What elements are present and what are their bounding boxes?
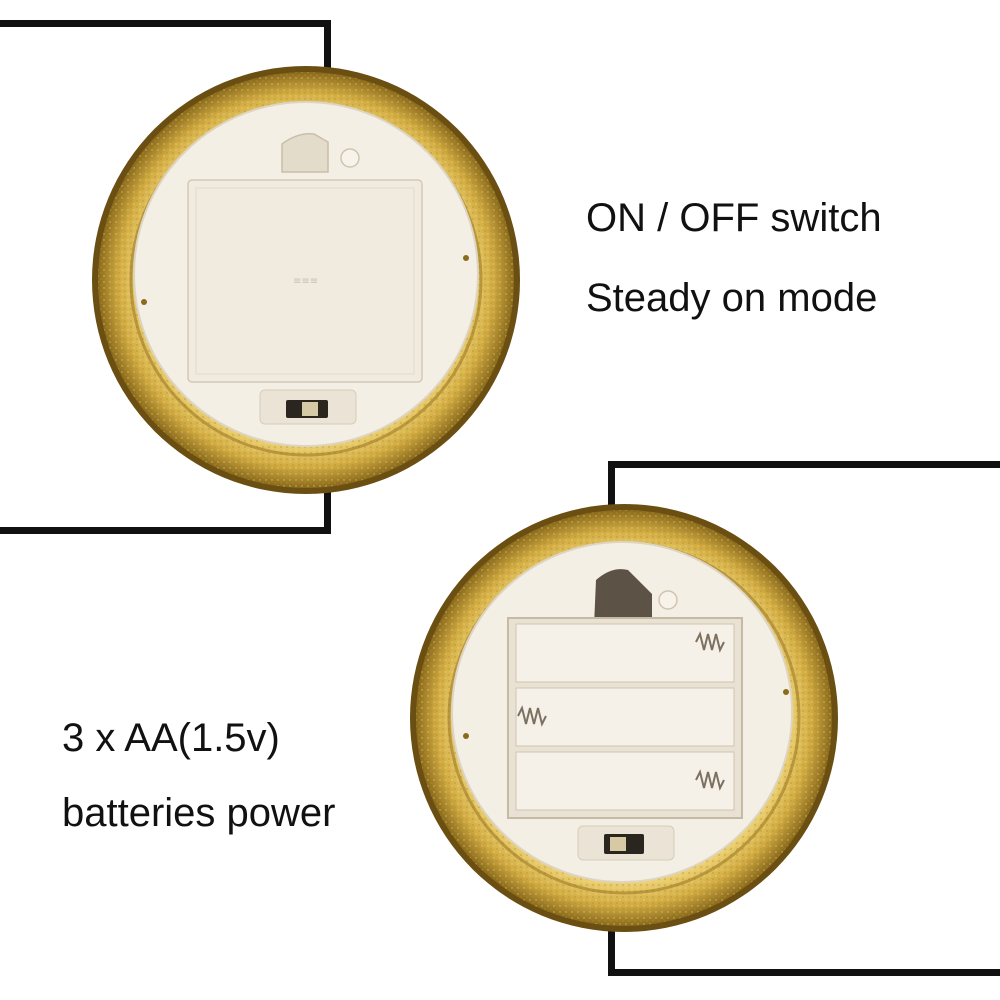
battery-slot bbox=[515, 623, 735, 683]
steady-mode-caption: Steady on mode bbox=[586, 276, 878, 320]
spring-contact bbox=[517, 631, 725, 791]
closed-battery-cover-photo: ≡≡≡ bbox=[92, 66, 520, 494]
battery-slot bbox=[515, 687, 735, 747]
battery-slot bbox=[515, 751, 735, 811]
battery-type-caption: 3 x AA(1.5v) bbox=[62, 716, 280, 760]
on-off-switch-caption: ON / OFF switch bbox=[586, 196, 882, 240]
svg-text:≡≡≡: ≡≡≡ bbox=[293, 276, 318, 287]
open-battery-compartment-photo bbox=[410, 504, 838, 932]
battery-cover bbox=[187, 179, 423, 383]
battery-power-caption: batteries power bbox=[62, 791, 336, 835]
